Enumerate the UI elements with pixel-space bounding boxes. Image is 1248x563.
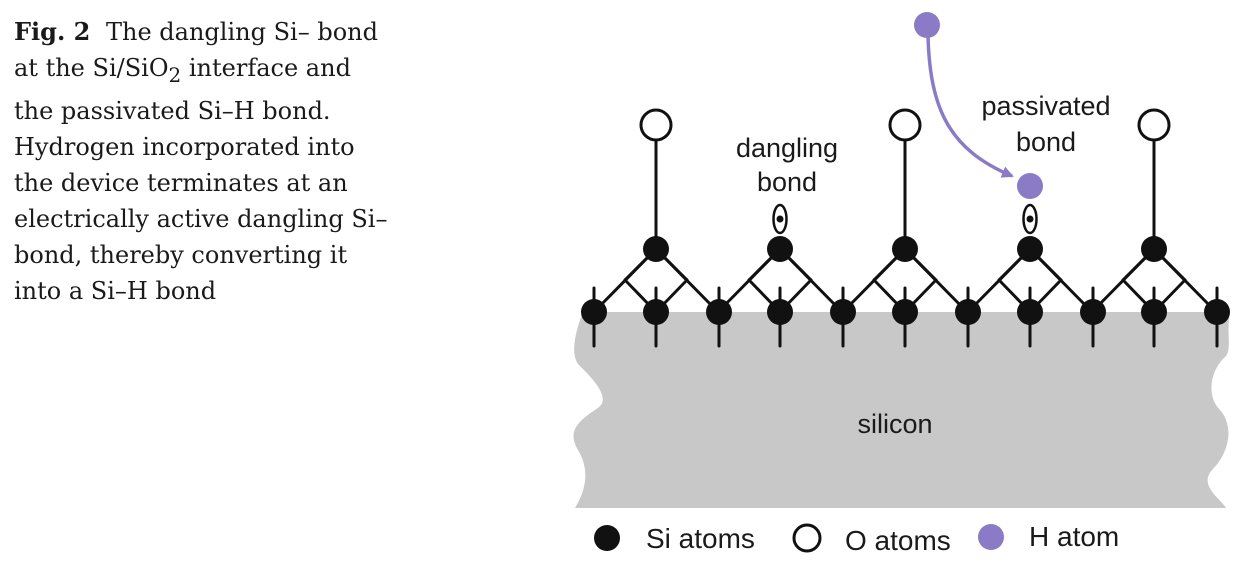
dangling-bond-orbital — [772, 203, 788, 235]
figure-label: Fig. 2 — [14, 17, 91, 46]
hydrogen-atom-incoming — [914, 12, 940, 38]
caption-text-part2: interface and the passivated Si–H bond. … — [14, 54, 388, 305]
si-bond — [592, 247, 658, 314]
si-atom — [1141, 299, 1167, 325]
legend-si-label: Si atoms — [646, 523, 755, 554]
si-atom — [643, 236, 669, 262]
hydrogen-atom-bonded — [1017, 173, 1043, 199]
legend-si-atom-icon — [594, 525, 620, 551]
si-atom — [767, 299, 793, 325]
si-atom — [1080, 299, 1106, 325]
si-atom — [955, 299, 981, 325]
si-bond — [1090, 247, 1156, 314]
si-bond — [966, 247, 1032, 314]
legend-o-label: O atoms — [845, 525, 951, 556]
dangling-bond-label-line2: bond — [757, 167, 817, 197]
si-atom — [1204, 299, 1230, 325]
si-atom — [643, 299, 669, 325]
si-atom — [1141, 236, 1167, 262]
si-bond — [654, 247, 720, 314]
legend: Si atoms O atoms H atom — [594, 521, 1119, 556]
o-atom — [639, 108, 673, 142]
o-atom — [1137, 108, 1171, 142]
si-atom — [1017, 236, 1043, 262]
si-atom — [892, 299, 918, 325]
si-atom — [830, 299, 856, 325]
caption-subscript: 2 — [168, 62, 182, 87]
si-atom — [706, 299, 732, 325]
passivated-bond-label-line1: passivated — [981, 91, 1110, 121]
legend-o-atom-icon — [792, 523, 822, 553]
si-bond — [1028, 247, 1094, 314]
passivated-bond-label-line2: bond — [1016, 127, 1076, 157]
lattice-atoms — [581, 108, 1230, 325]
passivated-bond-orbital — [1022, 203, 1038, 235]
hydrogen-trajectory-arrow — [926, 35, 1014, 178]
si-atom — [892, 236, 918, 262]
si-atom — [581, 299, 607, 325]
figure-caption: Fig. 2 The dangling Si– bond at the Si/S… — [14, 14, 394, 309]
si-atom — [1017, 299, 1043, 325]
si-bond — [841, 247, 907, 314]
si-bond — [903, 247, 969, 314]
legend-h-atom-icon — [978, 524, 1004, 550]
o-atom — [888, 108, 922, 142]
silicon-substrate — [573, 312, 1230, 508]
si-bond — [778, 247, 844, 314]
si-bond — [716, 247, 782, 314]
si-bond — [1152, 247, 1218, 314]
legend-h-label: H atom — [1029, 521, 1119, 552]
si-atom — [767, 236, 793, 262]
silicon-label: silicon — [857, 409, 932, 439]
dangling-bond-label-line1: dangling — [736, 133, 838, 163]
caption-text-part1: The dangling Si– bond at the Si/SiO — [14, 18, 378, 82]
